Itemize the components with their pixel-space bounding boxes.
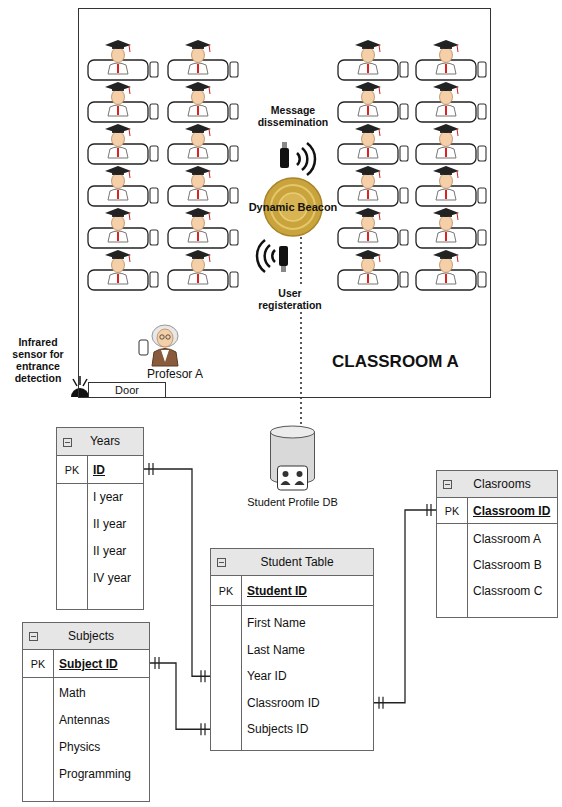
database-symbol: [240, 424, 345, 494]
door-box: Door: [88, 382, 166, 398]
student-figure: [88, 208, 158, 248]
student-figure: [168, 82, 238, 122]
field-name: First Name: [247, 610, 306, 637]
student-figure: [168, 40, 238, 80]
annotation-label: Infrared sensor for entrance detection: [6, 336, 70, 384]
table-fields: First NameLast NameYear IDClassroom IDSu…: [211, 605, 373, 750]
key-field: Classroom ID: [473, 504, 550, 518]
beacon-label: Dynamic Beacon: [249, 201, 338, 213]
annotation-label: Message dissemination: [250, 104, 336, 128]
annotation-label: Profesor A: [138, 368, 212, 382]
usb-beacon-icon: [280, 142, 315, 175]
student-figure: [88, 124, 158, 164]
primary-key-row: PK Subject ID: [23, 649, 149, 677]
label-holder: User registeration: [250, 287, 330, 311]
field-name: I year: [93, 484, 123, 511]
student-figure: [416, 166, 486, 206]
student-figure: [338, 250, 408, 290]
entity-table: ClasroomsPKClassroom IDClassroom AClassr…: [436, 470, 558, 618]
field-name: Classroom ID: [247, 690, 320, 717]
room-title: CLASSROOM A: [332, 352, 459, 372]
primary-key-row: PK ID: [57, 455, 143, 483]
student-figure: [416, 124, 486, 164]
student-figure: [338, 82, 408, 122]
table-fields: Classroom AClassroom BClassroom C: [437, 523, 557, 617]
table-title: Subjects: [58, 623, 114, 649]
key-field: ID: [93, 463, 105, 477]
usb-beacon-icon: [257, 240, 288, 272]
field-name: IV year: [93, 565, 131, 592]
student-figure: [338, 166, 408, 206]
relation-line: [149, 663, 211, 729]
entity-table: SubjectsPKSubject IDMathAntennasPhysicsP…: [22, 622, 150, 802]
entity-table: YearsPKIDI yearII yearII yearIV year: [56, 427, 144, 610]
student-figure: [416, 82, 486, 122]
relation-line: [373, 510, 437, 703]
database-label: Student Profile DB: [247, 496, 338, 508]
infrared-sensor-icon: [71, 376, 89, 397]
key-field: Student ID: [247, 584, 307, 598]
label-holder: Infrared sensor for entrance detection: [6, 336, 70, 384]
field-name: Antennas: [59, 707, 110, 734]
field-name: Classroom A: [473, 526, 541, 552]
dotted-link: [300, 237, 302, 424]
table-fields: I yearII yearII yearIV year: [57, 483, 143, 609]
table-title: Clasrooms: [463, 471, 530, 497]
beacon-circle: Dynamic Beacon: [233, 177, 353, 237]
student-figure: [88, 40, 158, 80]
entity-table: Student TablePK Student ID First NameLast …: [210, 548, 374, 751]
student-figure: [338, 124, 408, 164]
field-name: Programming: [59, 761, 131, 788]
student-figure: [168, 124, 238, 164]
student-figure: [416, 40, 486, 80]
field-name: Classroom C: [473, 578, 542, 604]
student-figure: [88, 250, 158, 290]
table-title: Years: [80, 428, 120, 455]
key-marker: PK: [23, 658, 53, 670]
student-figure: [168, 166, 238, 206]
field-name: Year ID: [247, 663, 287, 690]
student-figure: [416, 208, 486, 248]
label-holder: Message dissemination: [250, 104, 336, 128]
field-name: Physics: [59, 734, 100, 761]
professor-figure: [139, 325, 178, 366]
key-marker: PK: [57, 464, 87, 476]
key-field: Subject ID: [59, 657, 118, 671]
student-figure: [88, 166, 158, 206]
field-name: Classroom B: [473, 552, 542, 578]
label-holder: Profesor A: [138, 368, 212, 382]
field-name: II year: [93, 538, 126, 565]
student-figure: [168, 250, 238, 290]
key-marker: PK: [437, 505, 467, 517]
field-name: Last Name: [247, 637, 305, 664]
table-title: Student Table: [250, 549, 333, 575]
student-figure: [338, 40, 408, 80]
field-name: Math: [59, 680, 86, 707]
student-figure: [416, 250, 486, 290]
classroom-box: CLASSROOM A Dynamic BeaconDoor: [78, 8, 491, 398]
student-figure: [88, 82, 158, 122]
relation-line: [143, 469, 211, 676]
primary-key-row: PK Classroom ID: [437, 497, 557, 523]
primary-key-row: PK Student ID: [211, 575, 373, 605]
key-marker: PK: [211, 585, 241, 597]
field-name: Subjects ID: [247, 716, 308, 743]
annotation-label: User registeration: [250, 287, 330, 311]
table-fields: MathAntennasPhysicsProgramming: [23, 677, 149, 801]
database-cylinder: Student Profile DB: [240, 424, 345, 514]
door-label: Door: [115, 384, 139, 396]
student-figure: [338, 208, 408, 248]
field-name: II year: [93, 511, 126, 538]
student-figure: [168, 208, 238, 248]
